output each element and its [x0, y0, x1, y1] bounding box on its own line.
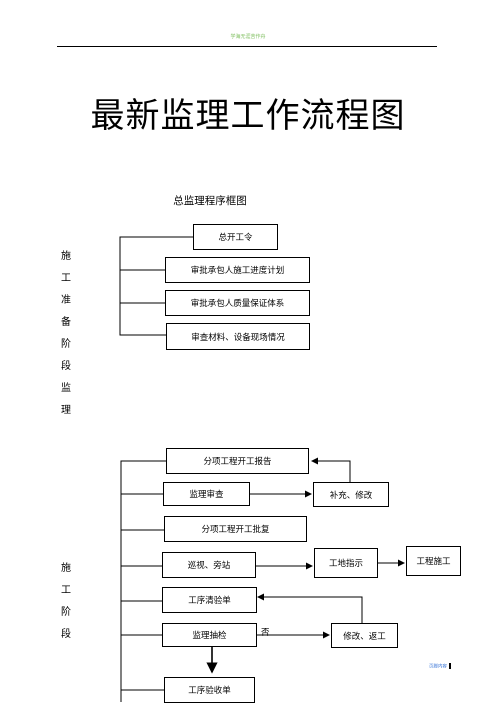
side-char: 段 — [61, 629, 71, 640]
box-supervision-review: 监理审查 — [163, 482, 250, 506]
arrow-supplement-to-report — [311, 457, 351, 482]
side-char: 阶 — [61, 607, 71, 618]
section1-side-label: 施 工 准 备 阶 段 监 理 — [58, 246, 74, 422]
section1-bracket — [119, 236, 193, 336]
side-char: 监 — [61, 383, 71, 394]
box-start-order: 总开工令 — [193, 224, 278, 250]
side-char: 段 — [61, 361, 71, 372]
section2-side-label: 施 工 阶 段 — [58, 558, 74, 646]
diagram-subtitle: 总监理程序框图 — [173, 195, 247, 207]
side-char: 理 — [61, 405, 71, 416]
arrow-rework-to-process — [257, 593, 363, 623]
label-no: 否 — [261, 628, 270, 638]
box-site-instruction: 工地指示 — [314, 548, 378, 578]
side-char: 阶 — [61, 339, 71, 350]
side-char: 工 — [61, 273, 71, 284]
box-review-materials: 审查材料、设备现场情况 — [166, 323, 310, 350]
side-char: 施 — [61, 563, 71, 574]
side-char: 工 — [61, 585, 71, 596]
box-subproject-report: 分项工程开工报告 — [166, 448, 309, 474]
section2-bracket — [120, 460, 166, 702]
box-supplement-modify: 补充、修改 — [313, 482, 389, 507]
page-title: 最新监理工作流程图 — [90, 96, 406, 136]
box-process-checklist: 工序清验单 — [162, 587, 257, 613]
box-process-acceptance: 工序验收单 — [164, 677, 255, 703]
box-spot-check: 监理抽检 — [162, 623, 257, 647]
side-char: 施 — [61, 251, 71, 262]
box-rework: 修改、返工 — [331, 623, 398, 648]
side-char: 备 — [61, 317, 71, 328]
box-approve-quality-system: 审批承包人质量保证体系 — [165, 290, 310, 316]
box-construction: 工程施工 — [406, 546, 461, 576]
footer-text: 页脚内容 — [429, 663, 451, 670]
footer-label: 页脚内容 — [429, 664, 447, 670]
box-approve-schedule: 审批承包人施工进度计划 — [165, 257, 310, 283]
box-patrol: 巡视、旁站 — [162, 552, 256, 578]
page-mark — [449, 663, 451, 669]
header-text: 学海无涯苦作舟 — [230, 34, 266, 40]
side-char: 准 — [61, 295, 71, 306]
box-subproject-approval: 分项工程开工批复 — [164, 516, 307, 542]
header-rule — [57, 46, 437, 47]
